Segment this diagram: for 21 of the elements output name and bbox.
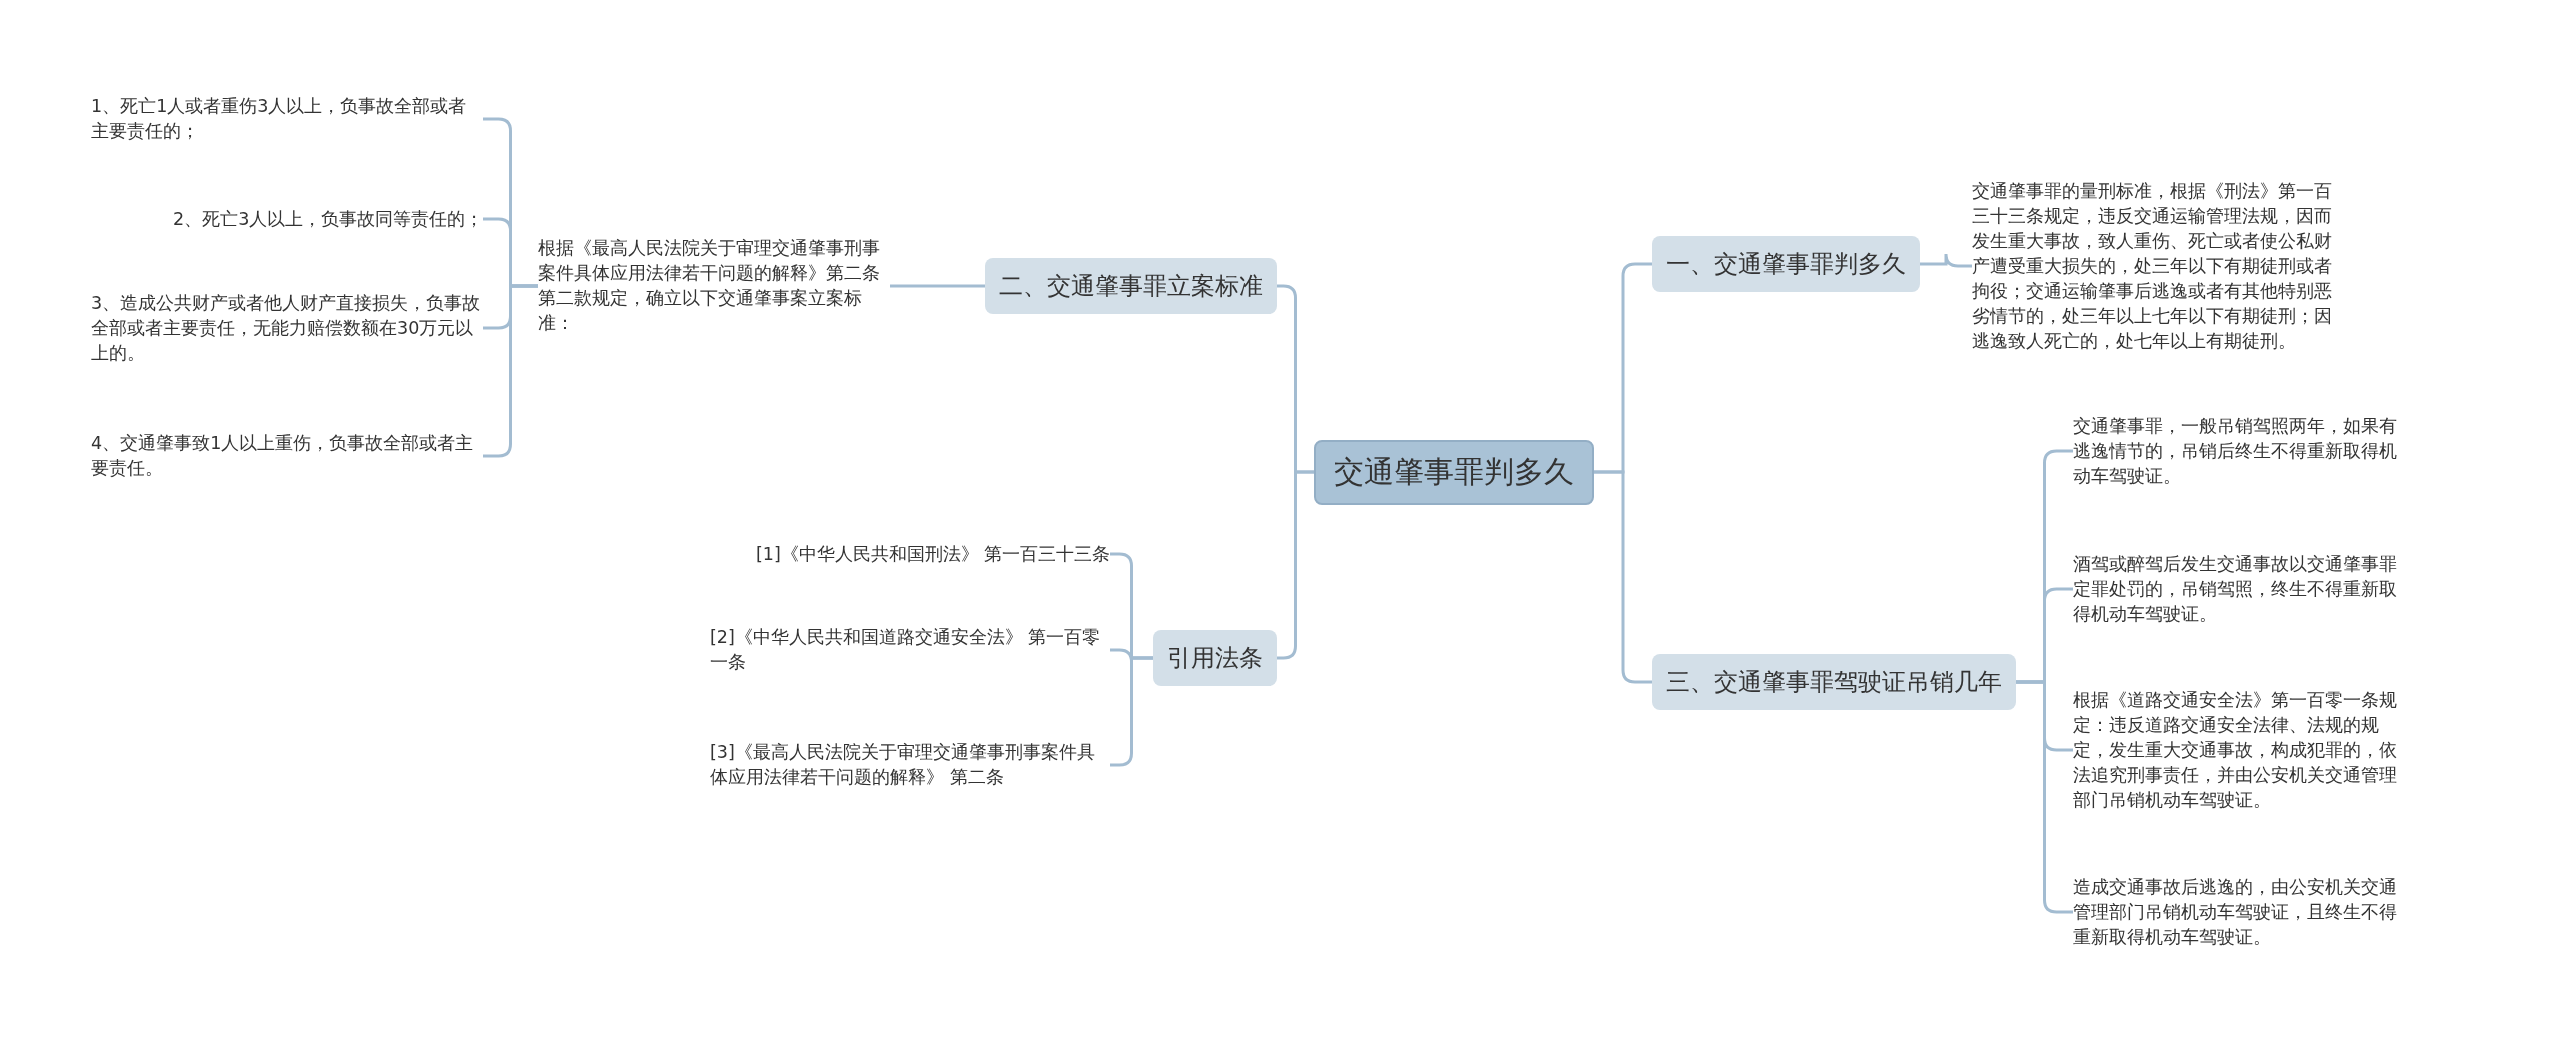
topic-text: 根据《最高人民法院关于审理交通肇事刑事案件具体应用法律若干问题的解释》第二条第二款规定，确立以下交通肇事案立案标准： <box>538 236 890 336</box>
connector-line <box>890 284 985 288</box>
topic-text: 造成交通事故后逃逸的，由公安机关交通管理部门吊销机动车驾驶证，且终生不得重新取得机动车驾驶证。 <box>2073 874 2403 950</box>
topic-text: 1、死亡1人或者重伤3人以上，负事故全部或者主要责任的； <box>91 94 483 144</box>
connector-line <box>1277 470 1314 660</box>
topic-box: 二、交通肇事罪立案标准 <box>985 258 1277 314</box>
topic-text: 3、造成公共财产或者他人财产直接损失，负事故全部或者主要责任，无能力赔偿数额在30万元以上的。 <box>91 290 483 366</box>
topic-text: [2]《中华人民共和国道路交通安全法》 第一百零一条 <box>710 625 1110 675</box>
topic-text: [1]《中华人民共和国刑法》 第一百三十三条 <box>756 541 1111 567</box>
connector-line <box>1920 252 1972 268</box>
topic-text: [3]《最高人民法院关于审理交通肇事刑事案件具体应用法律若干问题的解释》 第二条 <box>710 740 1110 790</box>
central-topic-box: 交通肇事罪判多久 <box>1314 439 1594 505</box>
topic-text: 交通肇事罪，一般吊销驾照两年，如果有逃逸情节的，吊销后终生不得重新取得机动车驾驶证。 <box>2073 413 2403 489</box>
topic-text: 4、交通肇事致1人以上重伤，负事故全部或者主要责任。 <box>91 431 483 481</box>
topic-text: 酒驾或醉驾后发生交通事故以交通肇事罪定罪处罚的，吊销驾照，终生不得重新取得机动车驾驶证。 <box>2073 551 2403 627</box>
topic-box: 三、交通肇事罪驾驶证吊销几年 <box>1652 654 2016 710</box>
topic-text: 根据《道路交通安全法》第一百零一条规定：违反道路交通安全法律、法规的规定，发生重大交通事故，构成犯罪的，依法追究刑事责任，并由公安机关交通管理部门吊销机动车驾驶证。 <box>2073 687 2403 813</box>
topic-box: 一、交通肇事罪判多久 <box>1652 236 1920 292</box>
topic-text: 2、死亡3人以上，负事故同等责任的； <box>173 206 484 232</box>
topic-text: 交通肇事罪的量刑标准，根据《刑法》第一百三十三条规定，违反交通运输管理法规，因而发生重大事故，致人重伤、死亡或者使公私财产遭受重大损失的，处三年以下有期徒刑或者拘役；交通运输肇事后逃逸或者有其他特别恶劣情节的，处三年以上七年以下有期徒刑；因逃逸致人死亡的，处七年以上有期徒刑。 <box>1972 178 2334 354</box>
topic-box: 引用法条 <box>1153 630 1277 686</box>
